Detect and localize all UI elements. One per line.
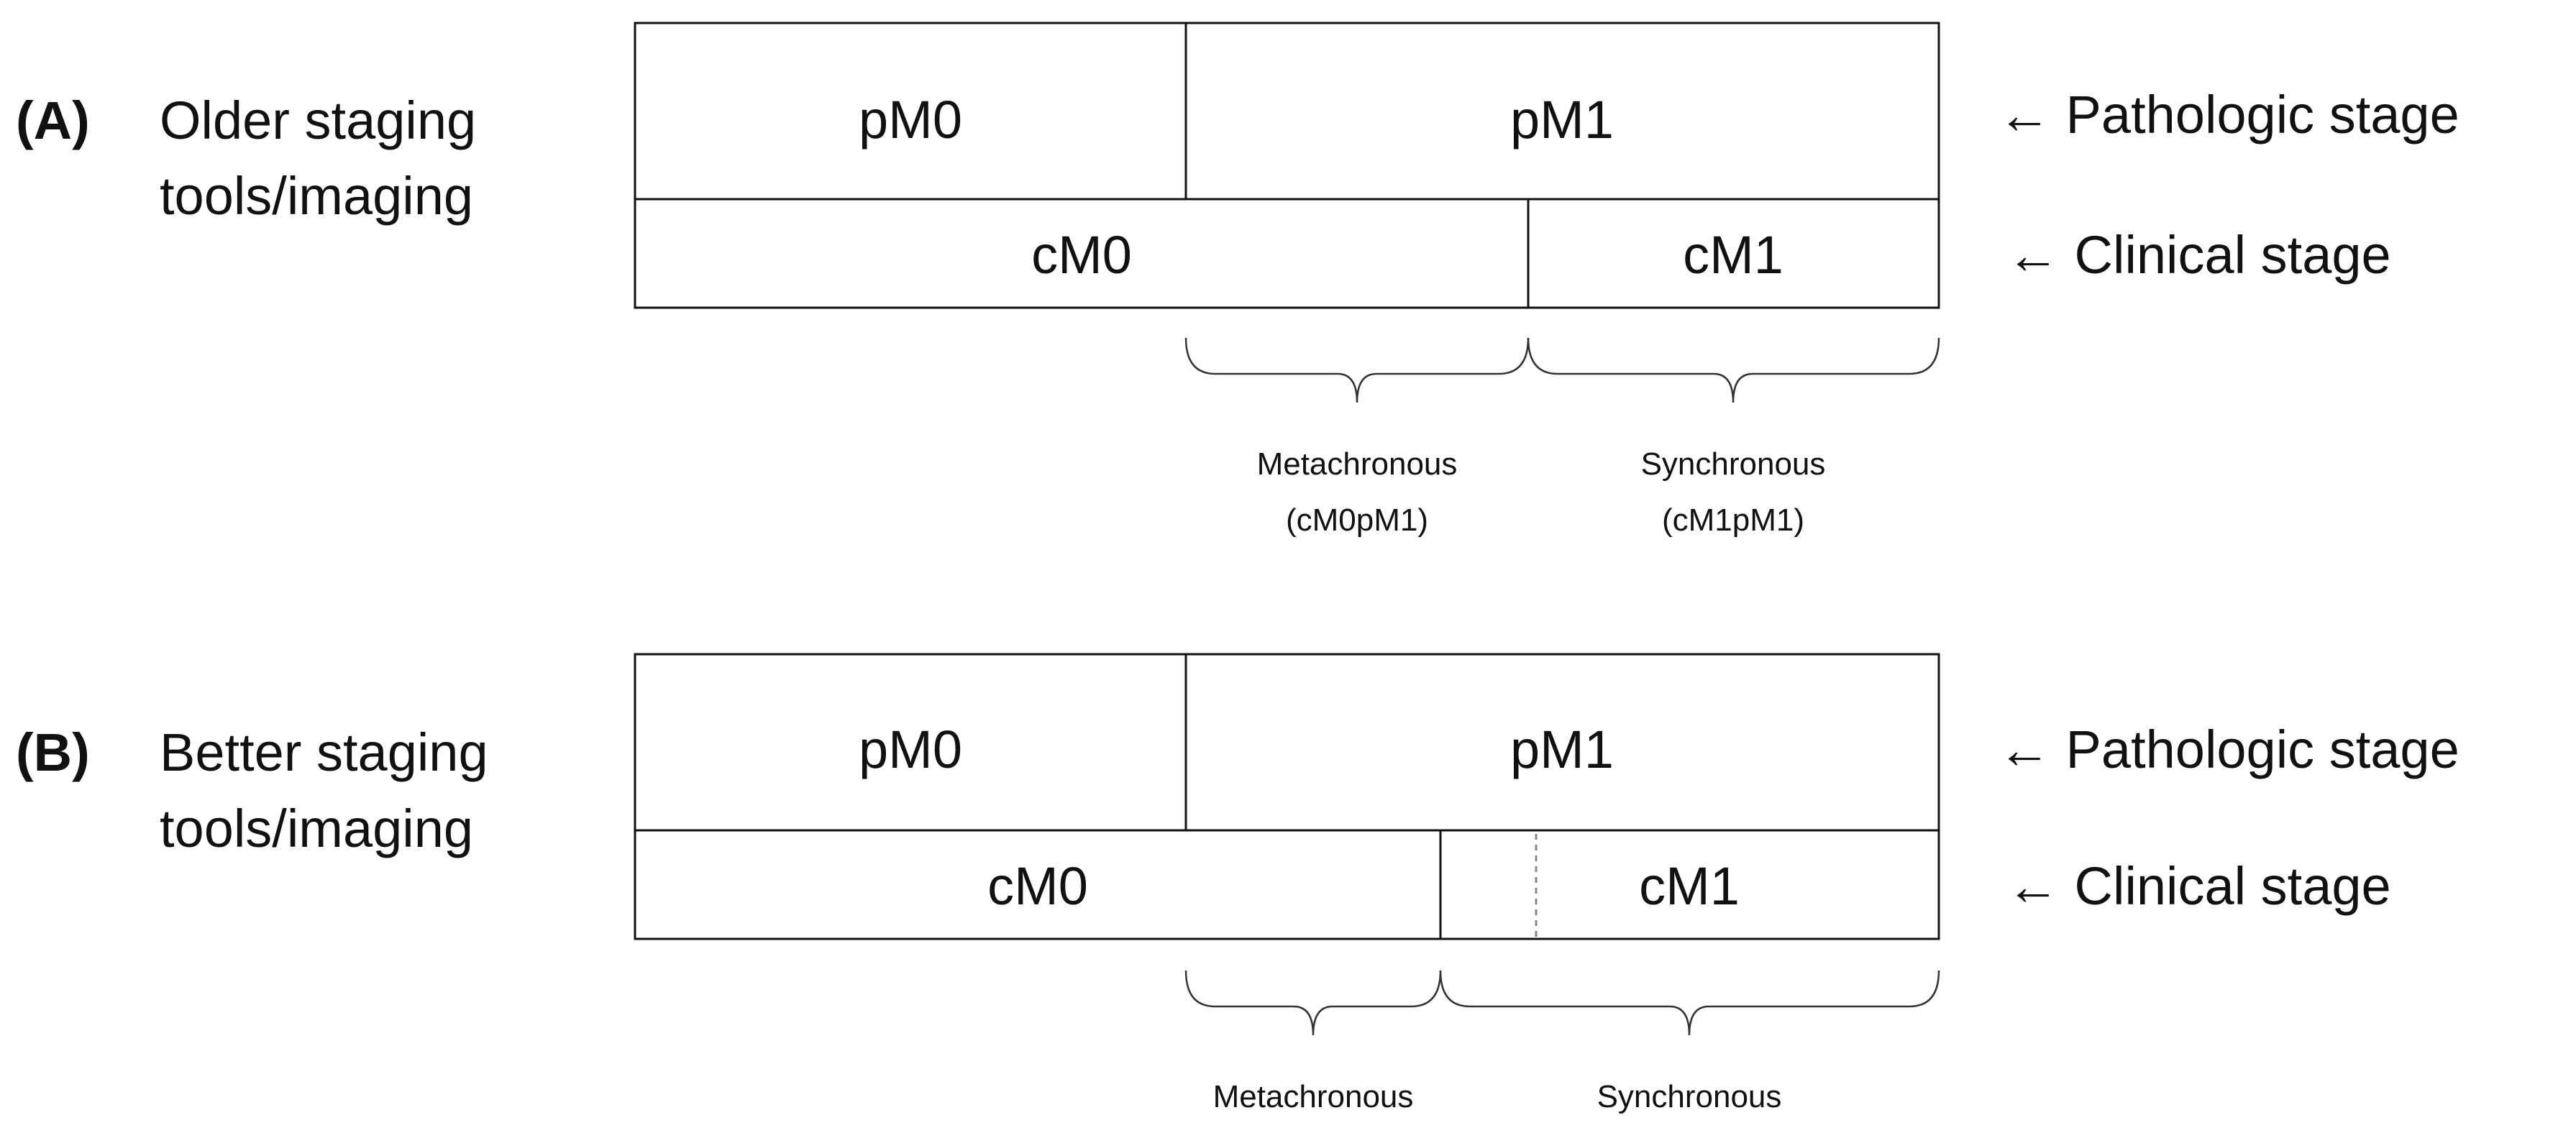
panel-a-synchronous-label: Synchronous (1641, 446, 1826, 482)
panel-b-cm1-cell: cM1 (1639, 856, 1740, 916)
panel-a: (A) Older staging tools/imaging pM0 pM1 … (16, 22, 2459, 538)
panel-b-description-line2: tools/imaging (160, 799, 473, 858)
panel-a-cm1-cell: cM1 (1683, 225, 1783, 285)
panel-a-pm1-cell: pM1 (1510, 90, 1614, 150)
panel-a-pm0-cell: pM0 (859, 90, 962, 150)
panel-a-pathologic-stage-label: ← Pathologic stage (1998, 85, 2459, 145)
panel-b-metachronous-brace (1184, 970, 1442, 1036)
panel-a-cm0-cell: cM0 (1031, 225, 1132, 285)
panel-a-metachronous-label: Metachronous (1257, 446, 1458, 482)
panel-b-stage-box (634, 653, 1940, 832)
panel-b-description-line1: Better staging (160, 723, 488, 782)
panel-a-metachronous-brace (1184, 337, 1530, 403)
panel-b-pm0-cell: pM0 (859, 720, 962, 779)
panel-b-clinical-stage-label: ← Clinical stage (2006, 856, 2391, 916)
panel-a-description-line2: tools/imaging (160, 166, 473, 226)
panel-a-letter: (A) (16, 91, 90, 150)
panel-a-clinical-box (634, 198, 1940, 309)
panel-a-description-line1: Older staging (160, 91, 476, 150)
panel-b-cm0-cell: cM0 (987, 856, 1088, 916)
panel-b-metachronous-label: Metachronous (1213, 1079, 1414, 1114)
panel-b: (B) Better staging tools/imaging pM0 pM1… (16, 653, 2459, 1114)
panel-b-letter: (B) (16, 723, 90, 782)
panel-a-stage-box (634, 22, 1940, 201)
panel-a-synchronous-brace (1527, 337, 1940, 403)
panel-a-clinical-stage-label: ← Clinical stage (2006, 225, 2391, 285)
panel-a-synchronous-sublabel: (cM1pM1) (1662, 503, 1804, 538)
panel-b-synchronous-label: Synchronous (1597, 1079, 1782, 1114)
panel-a-metachronous-sublabel: (cM0pM1) (1286, 503, 1428, 538)
panel-b-clinical-box (634, 829, 1940, 940)
panel-b-pathologic-stage-label: ← Pathologic stage (1998, 720, 2459, 779)
panel-b-pm1-cell: pM1 (1510, 720, 1614, 779)
panel-b-synchronous-brace (1439, 970, 1940, 1036)
